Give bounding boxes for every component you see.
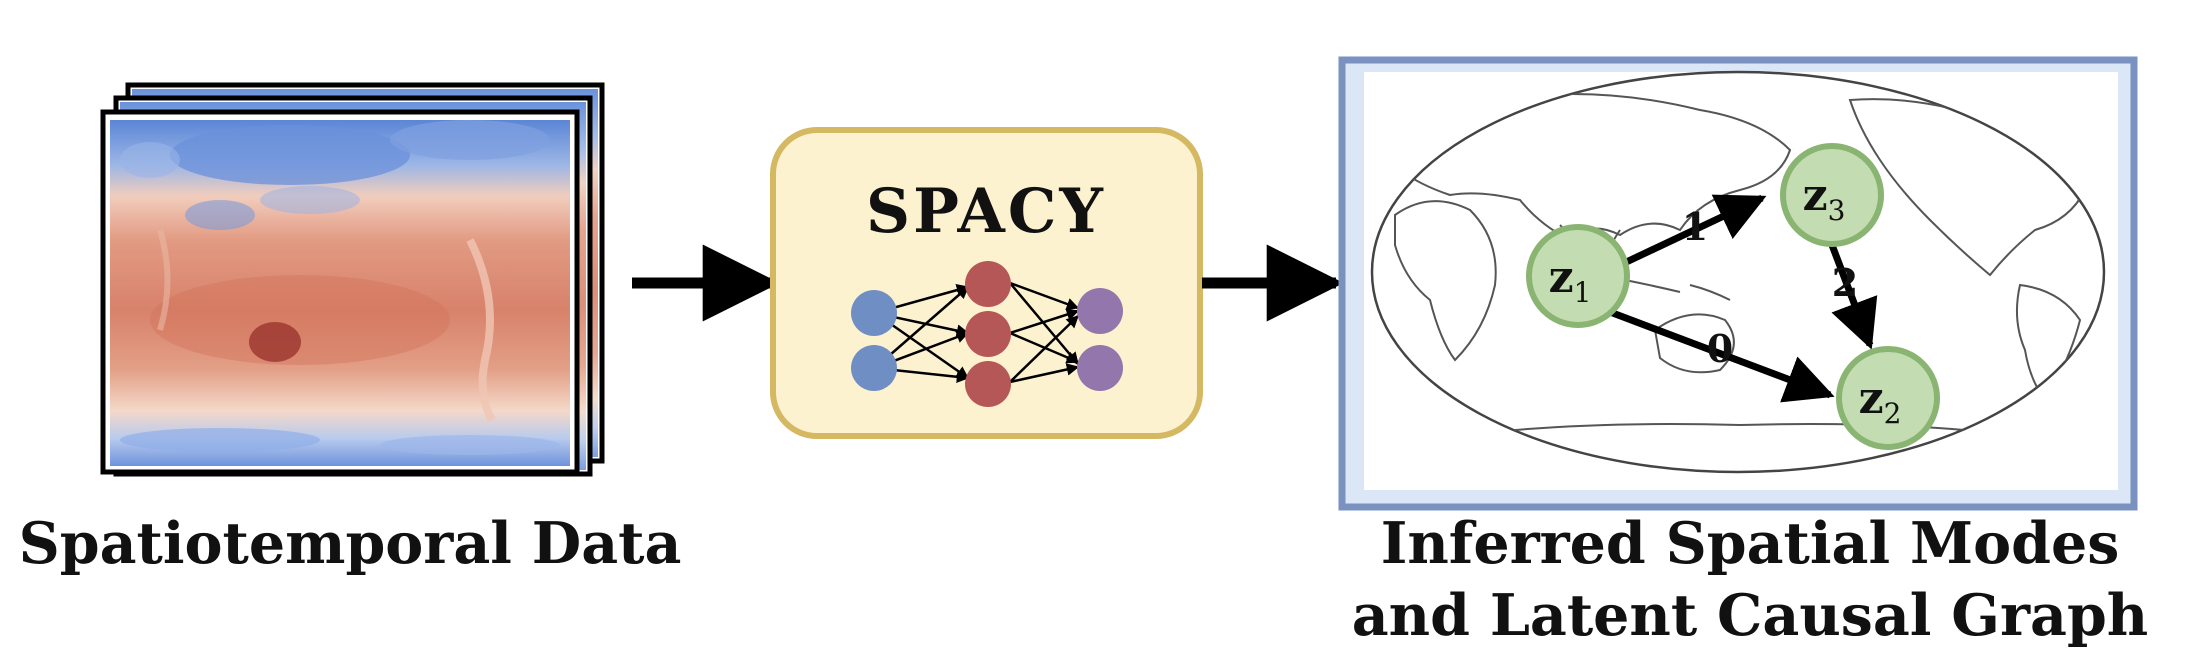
continent-outline bbox=[1653, 313, 1735, 374]
nn-input-node bbox=[851, 290, 897, 336]
heatmap-image bbox=[110, 120, 570, 466]
svg-text:z1: z1 bbox=[1549, 252, 1592, 309]
world-map bbox=[1370, 70, 2106, 474]
svg-text:z2: z2 bbox=[1859, 373, 1902, 430]
nn-hidden-node bbox=[965, 361, 1011, 407]
neural-network-icon bbox=[851, 261, 1123, 407]
graph-node-z1: z1 bbox=[1526, 224, 1630, 328]
nn-output-node bbox=[1077, 288, 1123, 334]
edge-z1-z2 bbox=[1608, 308, 1835, 403]
spatiotemporal-data-caption: Spatiotemporal Data bbox=[18, 510, 682, 577]
edge-label: 2 bbox=[1832, 260, 1858, 305]
nn-output-node bbox=[1077, 345, 1123, 391]
causal-graph-nodes: z1 z3 z2 bbox=[1526, 143, 1940, 450]
edge-label: 1 bbox=[1682, 204, 1708, 249]
continent-outline bbox=[1399, 93, 1792, 242]
spacy-title: SPACY bbox=[866, 176, 1106, 247]
inferred-modes-caption-line1: Inferred Spatial Modes bbox=[1380, 510, 2120, 577]
edge-label: 0 bbox=[1707, 326, 1733, 371]
edge-labels: 1 2 0 bbox=[1682, 204, 1858, 371]
edge-z3-z2 bbox=[1828, 243, 1878, 350]
nn-hidden-node bbox=[965, 311, 1011, 357]
spacy-model-box: SPACY bbox=[770, 127, 1203, 439]
svg-text:z3: z3 bbox=[1803, 170, 1846, 227]
inferred-modes-panel: 1 2 0 z1 z3 z2 bbox=[1338, 56, 2138, 511]
graph-node-z2: z2 bbox=[1836, 346, 1940, 450]
edge-z1-z3 bbox=[1618, 194, 1767, 269]
graph-node-z3: z3 bbox=[1780, 143, 1884, 247]
nn-hidden-node bbox=[965, 261, 1011, 307]
nn-input-node bbox=[851, 345, 897, 391]
spatiotemporal-data-stack bbox=[100, 82, 605, 477]
continent-outline bbox=[1394, 200, 1497, 362]
inferred-modes-caption-line2: and Latent Causal Graph bbox=[1351, 582, 2149, 649]
causal-graph-edges bbox=[1608, 194, 1878, 403]
